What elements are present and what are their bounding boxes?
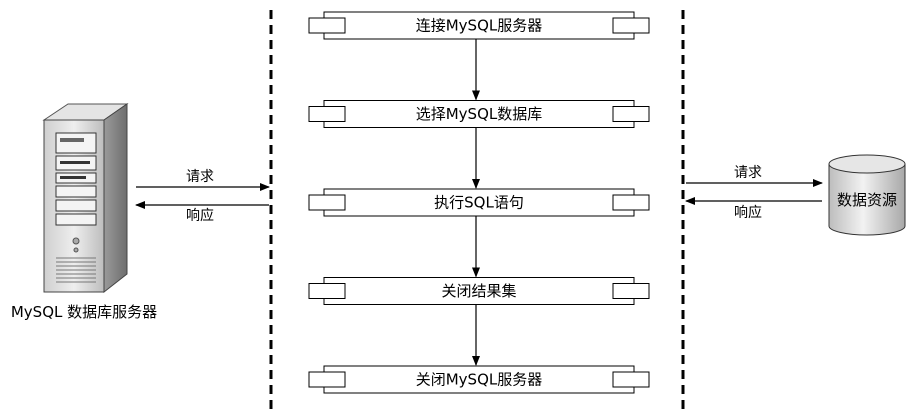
step-box: 执行SQL语句 [308, 188, 650, 217]
step-box: 关闭结果集 [308, 277, 650, 305]
server-label: MySQL 数据库服务器 [11, 303, 157, 321]
step-left-tab [308, 106, 346, 122]
server-tower-icon [42, 103, 129, 294]
step-left-tab [308, 283, 346, 299]
step-right-tab [612, 106, 650, 122]
step-box-frame [323, 365, 635, 394]
database-cylinder-icon [828, 154, 906, 236]
right-response-label: 响应 [734, 204, 762, 221]
step-box: 关闭MySQL服务器 [308, 365, 650, 394]
step-label: 连接MySQL服务器 [416, 17, 543, 35]
step-right-tab [612, 194, 650, 211]
step-label: 关闭结果集 [441, 282, 516, 300]
step-box: 选择MySQL数据库 [308, 100, 650, 128]
step-label: 关闭MySQL服务器 [416, 371, 543, 389]
step-right-tab [612, 17, 650, 34]
step-left-tab [308, 194, 346, 211]
left-request-label: 请求 [186, 169, 214, 185]
left-response-label: 响应 [186, 207, 214, 224]
steps-layer: 连接MySQL服务器选择MySQL数据库执行SQL语句关闭结果集关闭MySQL服… [308, 11, 650, 394]
step-box: 连接MySQL服务器 [308, 11, 650, 40]
step-label: 选择MySQL数据库 [416, 105, 543, 123]
step-box-frame [323, 188, 635, 217]
step-right-tab [612, 283, 650, 299]
datasource-label: 数据资源 [837, 191, 897, 209]
step-label: 执行SQL语句 [434, 194, 524, 212]
step-left-tab [308, 371, 346, 388]
step-right-tab [612, 371, 650, 388]
step-left-tab [308, 17, 346, 34]
right-request-label: 请求 [734, 165, 762, 181]
